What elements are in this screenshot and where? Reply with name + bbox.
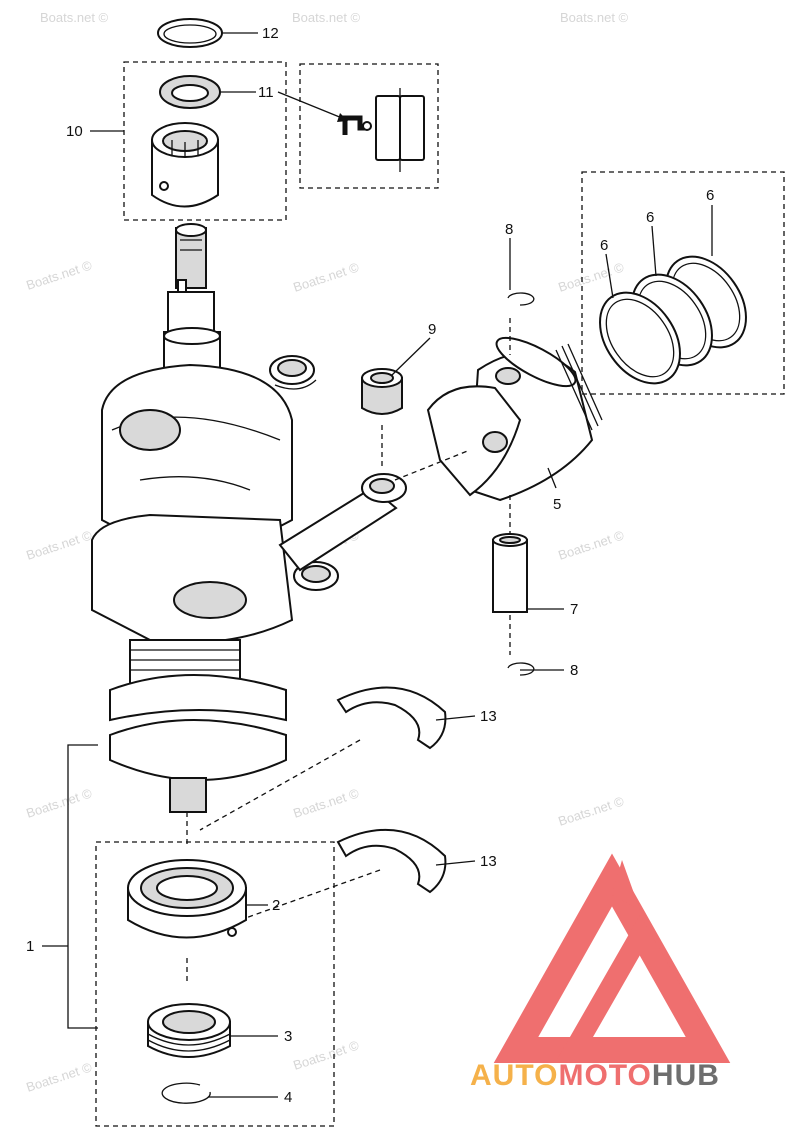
needle-bearing-9 <box>361 368 403 415</box>
callout-5: 5 <box>553 496 561 513</box>
connecting-rod <box>278 473 407 572</box>
ball-bearing-2 <box>127 859 247 939</box>
logo-text-hub: HUB <box>652 1059 720 1092</box>
watermark-text: Boats.net © <box>291 785 361 820</box>
callout-7: 7 <box>570 601 578 618</box>
automotohub-logo <box>493 853 731 1063</box>
watermark-text: Boats.net © <box>292 10 361 25</box>
needle-bearing-11 <box>159 75 221 109</box>
callout-6-front: 6 <box>600 237 608 254</box>
oil-seal-3 <box>147 1003 231 1058</box>
snap-ring-4 <box>161 1082 211 1104</box>
box-small-end-bearing <box>123 61 287 221</box>
watermark-text: Boats.net © <box>560 10 629 25</box>
grease-icon <box>342 88 425 172</box>
callout-10: 10 <box>66 123 83 140</box>
piston-ring-6-front <box>599 291 681 385</box>
callout-11: 11 <box>258 84 274 101</box>
callout-9: 9 <box>428 321 436 338</box>
callout-labels: 12 11 10 8 9 6 6 6 5 7 8 13 13 1 2 3 4 <box>26 25 714 1106</box>
thrust-washer-13-upper <box>336 686 447 750</box>
callout-4: 4 <box>284 1089 292 1106</box>
watermark-text: Boats.net © <box>40 10 109 25</box>
piston-pin-clip-8-upper <box>507 292 535 306</box>
watermark-text: Boats.net © <box>291 1037 361 1072</box>
watermark-text: Boats.net © <box>24 1059 94 1094</box>
piston-pin-7 <box>492 533 528 613</box>
callout-13-lower: 13 <box>480 853 497 870</box>
watermark-text: Boats.net © <box>291 259 361 294</box>
watermark-text: Boats.net © <box>556 527 626 562</box>
callout-6-middle: 6 <box>646 209 654 226</box>
piston-5 <box>426 336 603 502</box>
svg-text:AUTOMOTOHUB: AUTOMOTOHUB <box>470 1059 720 1092</box>
logo-text-auto: AUTO <box>470 1059 558 1092</box>
crankshaft <box>91 223 339 813</box>
logo-triangle-inner <box>556 914 724 1060</box>
thrust-washer-13-lower <box>336 828 447 894</box>
callout-2: 2 <box>272 897 280 914</box>
watermark-text: Boats.net © <box>24 257 94 292</box>
watermark-text: Boats.net © <box>556 259 626 294</box>
callout-1: 1 <box>26 938 34 955</box>
automotohub-wordmark: AUTOMOTOHUB <box>470 1059 720 1092</box>
callout-8-lower: 8 <box>570 662 578 679</box>
logo-text-moto: MOTO <box>558 1059 651 1092</box>
watermark-text: Boats.net © <box>556 793 626 828</box>
box-lower-bearing-assembly <box>95 841 335 1127</box>
watermark-text: Boats.net © <box>24 527 94 562</box>
callout-3: 3 <box>284 1028 292 1045</box>
watermark-text: Boats.net © <box>24 785 94 820</box>
callout-12: 12 <box>262 25 279 42</box>
bearing-sleeve-10 <box>151 122 219 208</box>
logo-triangle-tip <box>612 860 640 910</box>
callout-6-rear: 6 <box>706 187 714 204</box>
box-piston-rings <box>581 171 785 395</box>
leader-lines <box>42 32 713 1098</box>
snap-ring-12 <box>157 18 223 48</box>
piston-pin-clip-8-lower <box>507 662 535 676</box>
callout-13-upper: 13 <box>480 708 497 725</box>
callout-8-upper: 8 <box>505 221 513 238</box>
box-grease-note <box>299 63 439 189</box>
